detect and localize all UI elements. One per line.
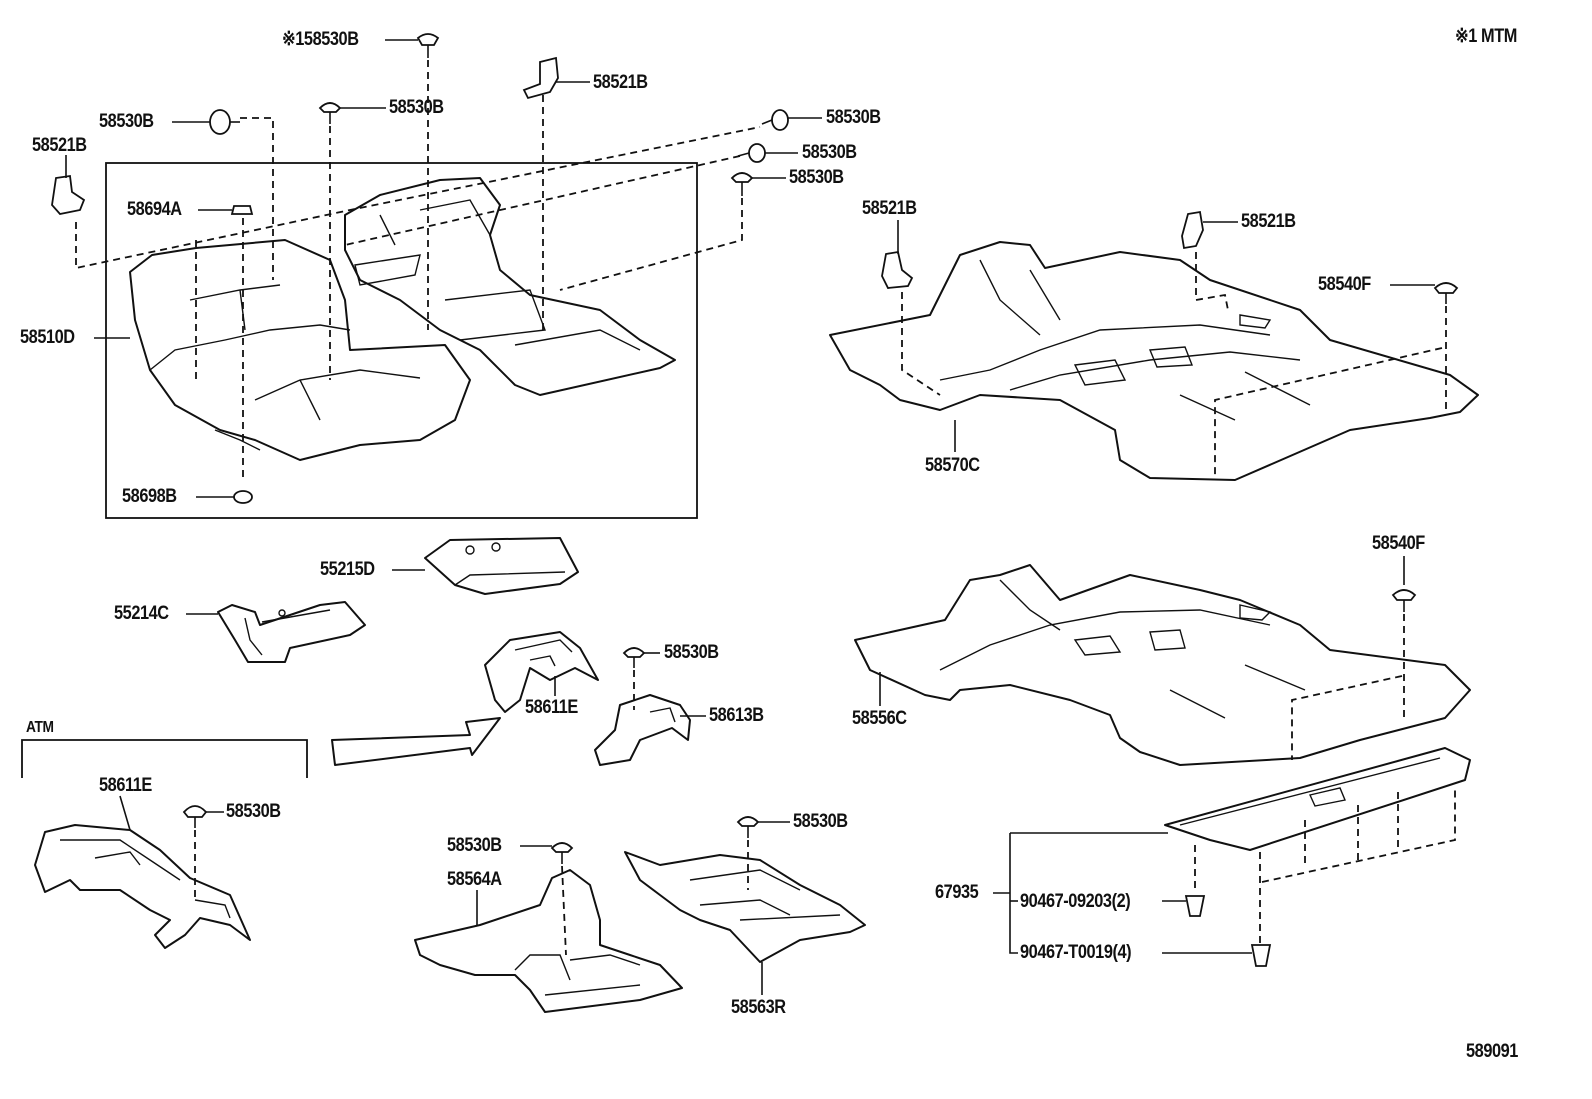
callout-90467-09203[interactable]: 90467-09203(2): [1020, 891, 1131, 912]
callout-58521B-left[interactable]: 58521B: [32, 135, 87, 156]
clip-58521B-r2[interactable]: [1181, 210, 1204, 250]
callout-58510D[interactable]: 58510D: [20, 327, 75, 348]
clip-58530B-b[interactable]: [318, 102, 342, 124]
part-58611E-middle[interactable]: [484, 631, 599, 713]
callout-58540F-1[interactable]: 58540F: [1318, 274, 1371, 295]
callout-67935[interactable]: 67935: [935, 882, 979, 903]
clip-58521B-left[interactable]: [51, 174, 86, 215]
clip-58694A[interactable]: [230, 205, 254, 215]
callout-58521B-r2[interactable]: 58521B: [1241, 211, 1296, 232]
callout-58613B[interactable]: 58613B: [709, 705, 764, 726]
callout-58521B-top[interactable]: 58521B: [593, 72, 648, 93]
callout-58530B-atm[interactable]: 58530B: [226, 801, 281, 822]
part-67935[interactable]: [1164, 747, 1471, 851]
clip-58530B-r1[interactable]: [761, 109, 789, 131]
clip-58698B[interactable]: [233, 490, 253, 504]
clip-58530B-b2[interactable]: [736, 816, 760, 838]
callout-58556C[interactable]: 58556C: [852, 708, 907, 729]
callout-58611E-atm[interactable]: 58611E: [99, 775, 152, 796]
part-58563R[interactable]: [624, 851, 866, 963]
clip-90467-09203[interactable]: [1184, 895, 1206, 917]
callout-58540F-2[interactable]: 58540F: [1372, 533, 1425, 554]
callout-58694A[interactable]: 58694A: [127, 199, 182, 220]
callout-58611E-middle[interactable]: 58611E: [525, 697, 578, 718]
clip-58530B-r2[interactable]: [737, 143, 766, 163]
part-55214C[interactable]: [217, 601, 366, 663]
carpet-58510D[interactable]: [129, 177, 676, 461]
atm-bracket: [21, 739, 308, 778]
clip-58530B-m[interactable]: [622, 647, 646, 668]
clip-58530B-a[interactable]: [209, 109, 240, 135]
callout-58530B-r1[interactable]: 58530B: [826, 107, 881, 128]
clip-58530B-r3[interactable]: [730, 172, 754, 196]
figure-number: 589091: [1466, 1041, 1518, 1062]
clip-58530B-atm[interactable]: [182, 805, 208, 828]
clip-58540F-2[interactable]: [1391, 589, 1417, 612]
callout-55215D[interactable]: 55215D: [320, 559, 375, 580]
clip-58540F-1[interactable]: [1433, 282, 1459, 304]
callout-58530B-a[interactable]: 58530B: [99, 111, 154, 132]
clip-58530B-b1[interactable]: [550, 842, 574, 864]
group-frame-58510D: [105, 162, 698, 519]
callout-58698B[interactable]: 58698B: [122, 486, 177, 507]
clip-90467-T0019[interactable]: [1250, 944, 1272, 967]
callout-58530B-top[interactable]: ※158530B: [282, 29, 359, 50]
callout-55214C[interactable]: 55214C: [114, 603, 169, 624]
callout-58530B-r3[interactable]: 58530B: [789, 167, 844, 188]
callout-58530B-m[interactable]: 58530B: [664, 642, 719, 663]
callout-58530B-b1[interactable]: 58530B: [447, 835, 502, 856]
part-58564A[interactable]: [414, 869, 683, 1013]
callout-58530B-b2[interactable]: 58530B: [793, 811, 848, 832]
callout-58530B-b[interactable]: 58530B: [389, 97, 444, 118]
callout-58570C[interactable]: 58570C: [925, 455, 980, 476]
callout-58564A[interactable]: 58564A: [447, 869, 502, 890]
clip-58521B-r1[interactable]: [881, 250, 914, 289]
callout-58530B-r2[interactable]: 58530B: [802, 142, 857, 163]
clip-58530B-top[interactable]: [416, 33, 440, 58]
callout-90467-T0019[interactable]: 90467-T0019(4): [1020, 942, 1132, 963]
atm-label: ATM: [26, 719, 54, 736]
callout-58521B-r1[interactable]: 58521B: [862, 198, 917, 219]
part-58611E-atm[interactable]: [34, 824, 251, 949]
note-mtm: ※1 MTM: [1455, 26, 1517, 47]
part-58613B[interactable]: [594, 694, 691, 766]
clip-58521B-top[interactable]: [522, 56, 559, 100]
carpet-58556C[interactable]: [854, 564, 1471, 766]
part-55215D[interactable]: [424, 537, 579, 595]
arrow-icon: [331, 717, 501, 766]
carpet-58570C[interactable]: [829, 241, 1479, 481]
callout-58563R[interactable]: 58563R: [731, 997, 786, 1018]
